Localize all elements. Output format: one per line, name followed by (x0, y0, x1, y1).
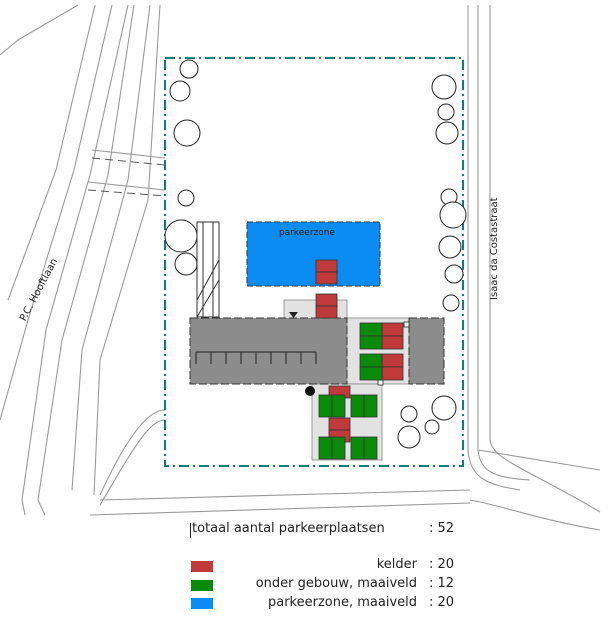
main-building (189, 312, 445, 396)
legend-label-maaiveld-gebouw: onder gebouw, maaiveld (255, 576, 417, 591)
legend-total-value: : 52 (429, 521, 455, 536)
parking-space-maaiveld (331, 394, 346, 418)
parking-space-maaiveld (318, 394, 333, 418)
site-boundary (164, 57, 464, 467)
parking-space-maaiveld (331, 436, 346, 460)
parkeerzone-label: parkeerzone (279, 228, 336, 238)
trees (164, 59, 467, 449)
parking-space-maaiveld (359, 322, 383, 337)
street-label-east: Isaac da Costastraat (489, 197, 500, 300)
parking-space-kelder (315, 259, 338, 273)
parking-space-maaiveld (363, 436, 378, 460)
legend-value-kelder: : 20 (429, 557, 455, 572)
parking-space-kelder (381, 322, 404, 337)
parking-space-maaiveld (359, 335, 383, 350)
legend-total-label: totaal aantal parkeerplaatsen (192, 521, 385, 536)
parking-space-maaiveld (359, 366, 383, 381)
legend-label-parkeerzone: parkeerzone, maaiveld (267, 595, 417, 610)
road-west-dashed (87, 157, 166, 197)
parking-space-maaiveld (359, 353, 383, 368)
parking-space-maaiveld (350, 394, 365, 418)
legend-swatch-maaiveld-gebouw (191, 580, 213, 591)
legend-value-maaiveld-gebouw: : 12 (429, 576, 455, 591)
parking-space-kelder (315, 293, 338, 307)
parking-space-kelder (381, 366, 404, 381)
parking-spaces (315, 259, 404, 460)
parking-space-maaiveld (363, 394, 378, 418)
road-west (0, 4, 471, 516)
parking-space-maaiveld (350, 436, 365, 460)
parking-space-kelder (315, 271, 338, 285)
legend-label-kelder: kelder (376, 557, 417, 572)
parking-space-kelder (381, 353, 404, 368)
parkeerzone-area (246, 221, 381, 287)
parking-space-kelder (328, 417, 351, 431)
parking-space-kelder (381, 335, 404, 350)
legend-swatch-kelder (191, 561, 213, 572)
legend-total-marker (190, 523, 191, 538)
road-east (467, 5, 601, 531)
legend-value-parkeerzone: : 20 (429, 595, 455, 610)
ramp-strip (196, 221, 220, 318)
parking-space-kelder (315, 305, 338, 319)
parking-space-maaiveld (318, 436, 333, 460)
legend-swatch-parkeerzone (191, 598, 213, 609)
